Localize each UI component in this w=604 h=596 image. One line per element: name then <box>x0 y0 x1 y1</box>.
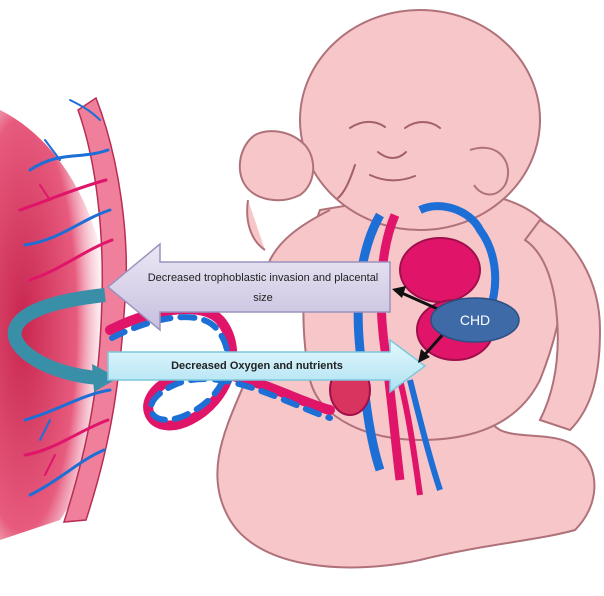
oxygen-label: Decreased Oxygen and nutrients <box>112 358 402 374</box>
chd-label: CHD <box>432 302 518 338</box>
invasion-label: Decreased trophoblastic invasion and pla… <box>138 268 388 308</box>
